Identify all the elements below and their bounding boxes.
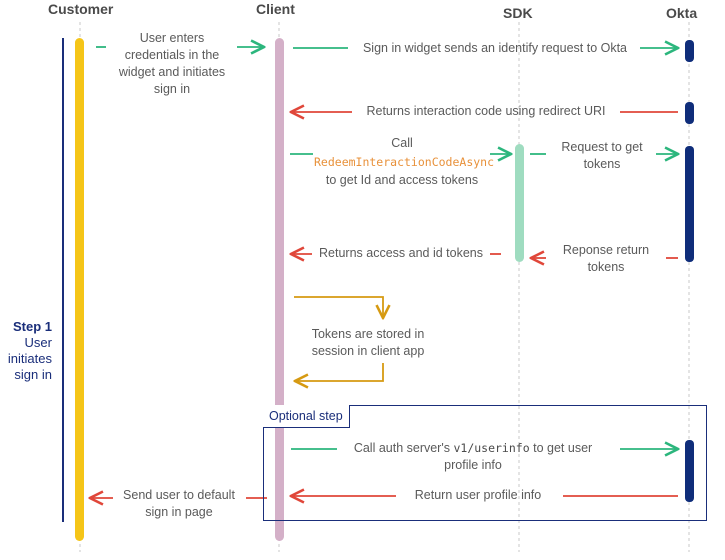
sdk-activation-bar: [515, 144, 524, 262]
arrow-m8a: [294, 296, 383, 318]
lane-header-sdk: SDK: [503, 5, 533, 21]
message-returns-interaction-code: Returns interaction code using redirect …: [366, 104, 606, 118]
message-line: User enters: [139, 31, 205, 45]
okta-activation-bar-3: [685, 146, 694, 262]
message-send-user-default: Send user to default sign in page: [114, 487, 244, 521]
okta-activation-bar-4: [685, 440, 694, 502]
message-line: Send user to default: [123, 488, 235, 502]
message-line: Tokens are stored in: [311, 327, 425, 341]
step-desc-line3: sign in: [14, 367, 52, 382]
message-line: tokens: [587, 260, 625, 274]
message-code: RedeemInteractionCodeAsync: [314, 155, 495, 169]
message-call-redeem: Call RedeemInteractionCodeAsync to get I…: [314, 135, 495, 189]
message-line: sign in: [153, 82, 191, 96]
message-user-enters-credentials: User enters credentials in the widget an…: [108, 30, 236, 98]
customer-activation-bar: [75, 38, 84, 541]
message-tokens-stored: Tokens are stored in session in client a…: [298, 326, 438, 360]
message-line: sign in page: [145, 505, 213, 519]
lane-header-okta: Okta: [666, 5, 698, 21]
step-label: Step 1 User initiates sign in: [2, 319, 52, 383]
message-request-tokens: Request to get tokens: [548, 139, 656, 173]
step-desc-line2: initiates: [7, 351, 52, 366]
message-part: Call auth server's: [353, 441, 454, 455]
message-line: profile info: [444, 458, 502, 472]
message-call-userinfo: Call auth server's v1/userinfo to get us…: [338, 440, 608, 474]
step-desc-line1: User: [24, 335, 52, 350]
optional-step-label: Optional step: [263, 405, 350, 428]
message-line: Call auth server's v1/userinfo to get us…: [338, 440, 608, 457]
message-line: tokens: [583, 157, 621, 171]
okta-activation-bar-2: [685, 102, 694, 124]
message-code: v1/userinfo: [453, 441, 530, 455]
message-response-tokens: Reponse return tokens: [548, 242, 664, 276]
step-title: Step 1: [12, 319, 52, 334]
message-part: to get user: [529, 441, 593, 455]
message-returns-tokens: Returns access and id tokens: [319, 246, 483, 260]
message-line: Reponse return: [562, 243, 650, 257]
lane-header-client: Client: [256, 1, 295, 17]
message-line: Request to get: [561, 140, 643, 154]
message-line: widget and initiates: [118, 65, 226, 79]
message-line: Call: [391, 136, 413, 150]
message-line: session in client app: [311, 344, 425, 358]
optional-step-frame: [263, 405, 707, 521]
message-return-profile: Return user profile info: [414, 488, 542, 502]
message-line: to get Id and access tokens: [325, 173, 479, 187]
arrow-m8b: [295, 363, 384, 381]
message-identify-request: Sign in widget sends an identify request…: [362, 41, 628, 55]
okta-activation-bar-1: [685, 40, 694, 62]
lane-header-customer: Customer: [48, 1, 114, 17]
message-line: credentials in the: [124, 48, 220, 62]
